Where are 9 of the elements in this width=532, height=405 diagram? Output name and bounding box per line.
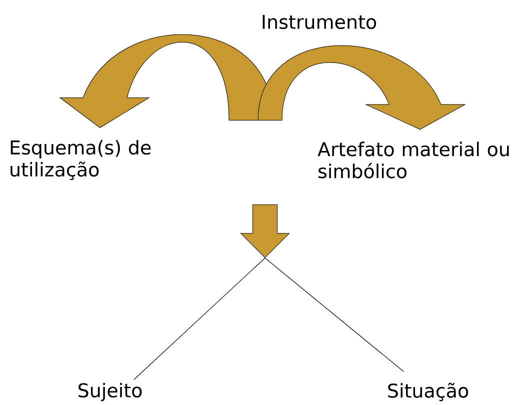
curved-arrow [258, 45, 466, 130]
text-label: Situação [388, 382, 468, 402]
text-label: Sujeito [78, 382, 142, 402]
text-label: Esquema(s) de utilização [10, 140, 151, 180]
connector-line [264, 258, 404, 372]
block-arrow [240, 204, 290, 258]
connector-line [134, 258, 266, 380]
text-label: Instrumento [262, 14, 376, 30]
text-label: Artefato material ou simbólico [318, 142, 509, 178]
